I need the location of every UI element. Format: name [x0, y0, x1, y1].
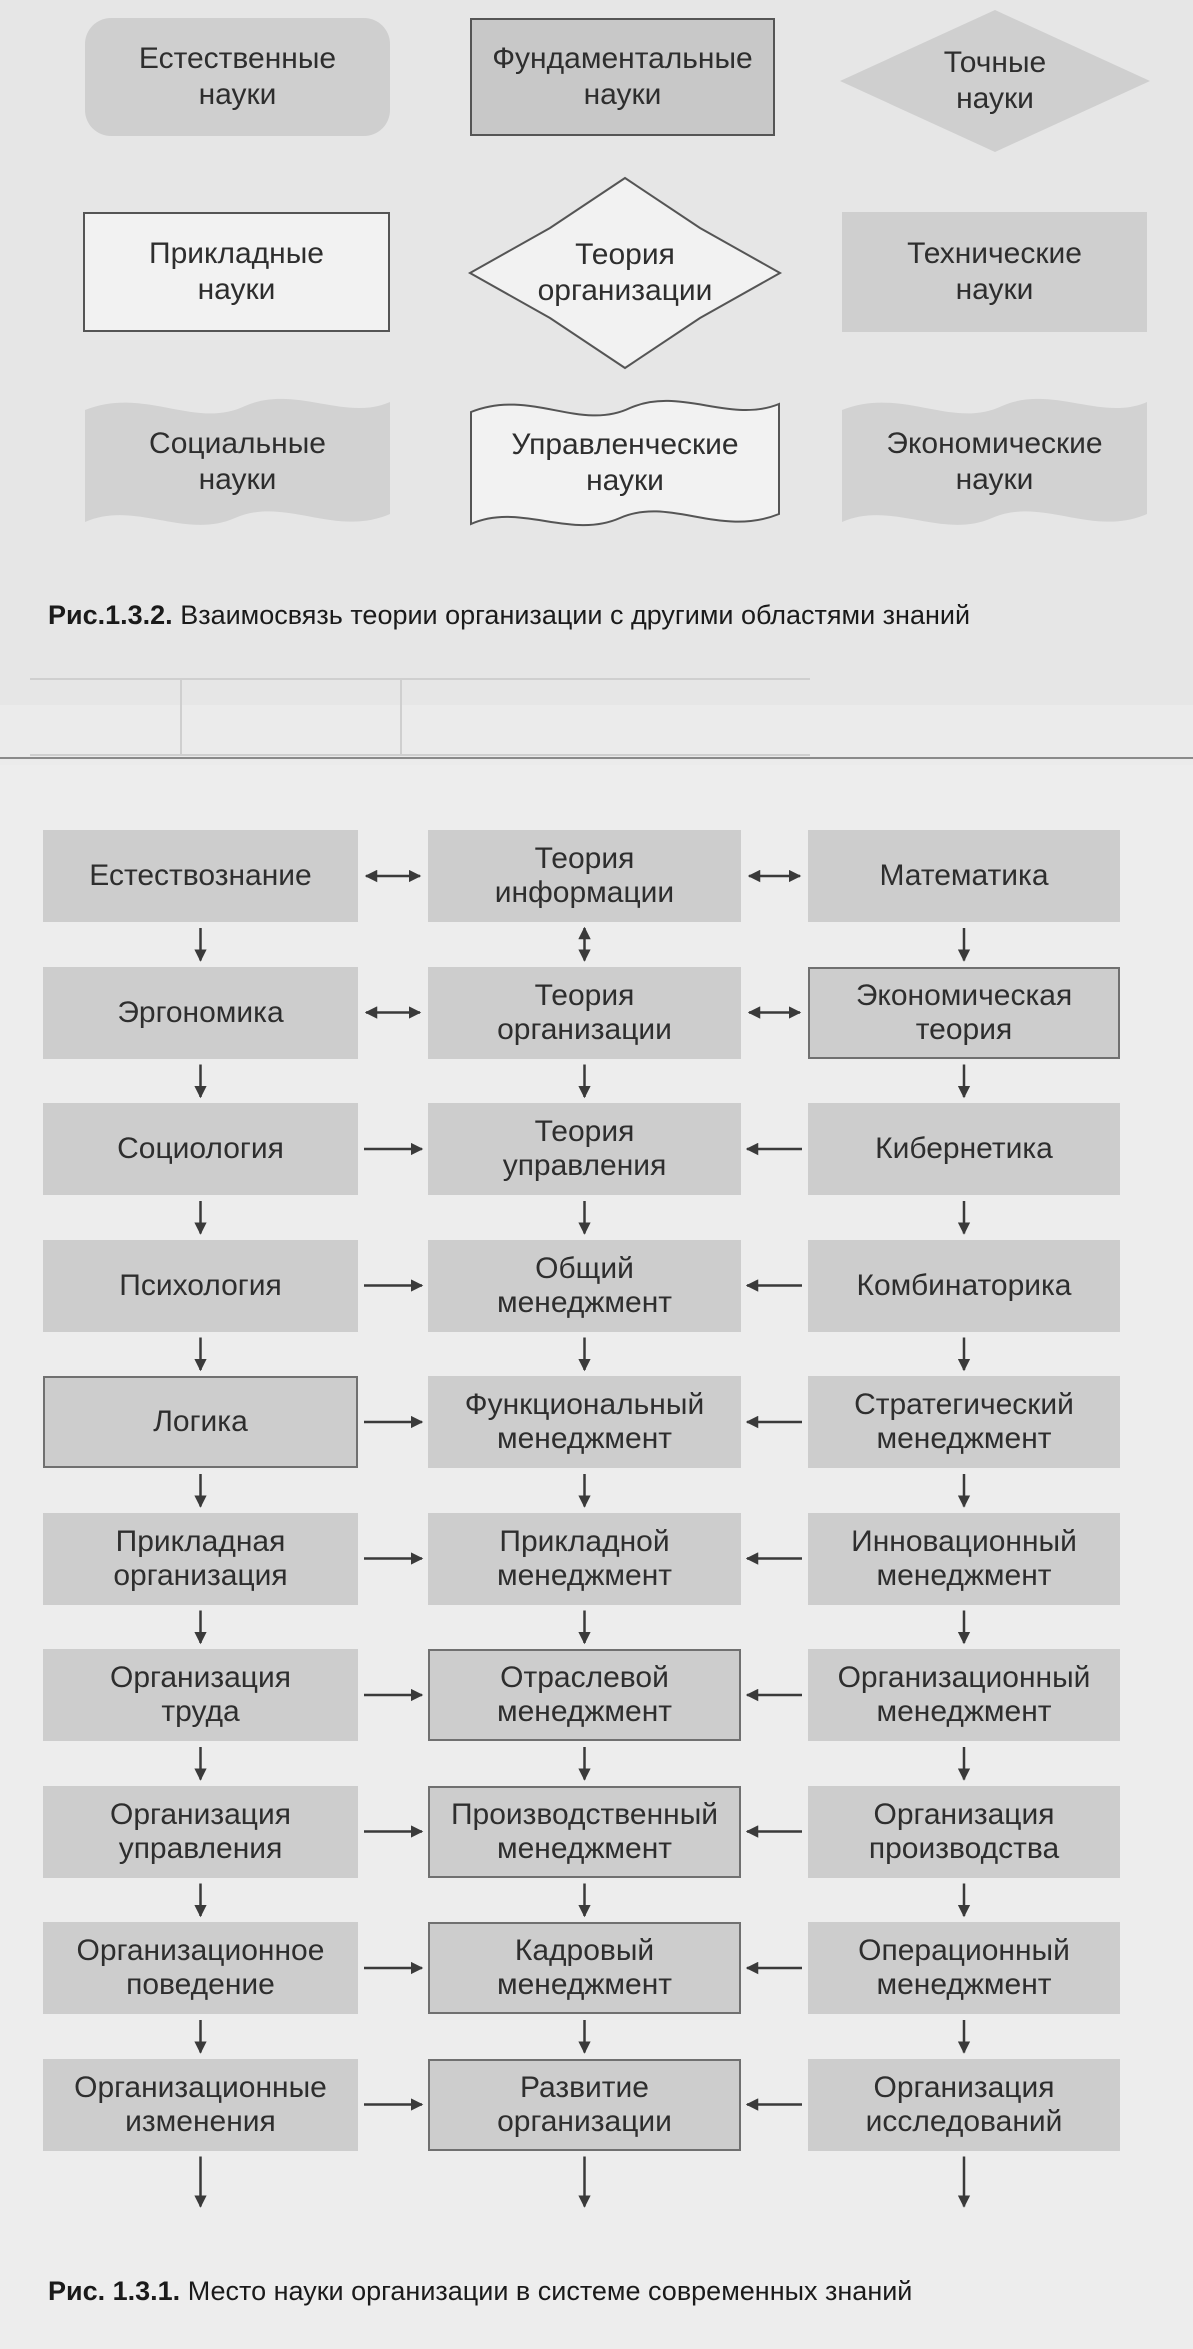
flow-box-label: Инновационный менеджмент — [851, 1524, 1077, 1592]
flow-box: Теория организации — [428, 966, 741, 1059]
shape-management-sciences: Управленческие науки — [470, 392, 780, 534]
flow-box-label: Комбинаторика — [856, 1268, 1072, 1302]
shape-fundamental-sciences: Фундаментальные науки — [470, 18, 775, 136]
shape-economic-sciences: Экономические науки — [842, 392, 1147, 532]
flow-box: Эргономика — [43, 966, 358, 1059]
flow-box-label: Операционный менеджмент — [858, 1934, 1070, 2001]
flow-box-label: Теория организации — [497, 978, 672, 1046]
flow-box: Кадровый менеджмент — [428, 1922, 741, 2014]
flow-box: Развитие организации — [428, 2058, 741, 2151]
flow-box: Организация управления — [43, 1785, 358, 1878]
flow-box: Прикладной менеджмент — [428, 1512, 741, 1605]
caption-text: Место науки организации в системе соврем… — [180, 2276, 913, 2306]
flow-box-label: Организационные изменения — [74, 2070, 327, 2138]
shape-label: Естественные науки — [138, 42, 337, 111]
flow-box-label: Организация исследований — [865, 2070, 1063, 2138]
flow-box: Общий менеджмент — [428, 1239, 741, 1332]
flow-box-label: Социология — [117, 1132, 284, 1165]
shape-label: Социальные науки — [149, 427, 326, 496]
shape-applied-sciences: Прикладные науки — [83, 212, 390, 332]
flow-box-label: Производственный менеджмент — [450, 1797, 719, 1865]
flow-box-label: Организация производства — [868, 1797, 1060, 1865]
flow-box: Организация труда — [43, 1649, 358, 1741]
flow-box-label: Психология — [119, 1268, 282, 1302]
shape-label: Теория организации — [537, 238, 713, 307]
shape-label: Прикладные науки — [149, 237, 324, 306]
figure-caption-top: Рис.1.3.2. Взаимосвязь теории организаци… — [48, 600, 970, 631]
flow-box: Прикладная организация — [43, 1512, 358, 1605]
flow-box: Математика — [808, 830, 1120, 922]
flow-box: Организационные изменения — [43, 2058, 358, 2151]
flow-box: Стратегический менеджмент — [808, 1376, 1120, 1468]
flow-box-label: Теория управления — [502, 1115, 667, 1182]
shape-label: Точные науки — [943, 46, 1047, 115]
shape-natural-sciences: Естественные науки — [85, 18, 390, 136]
flow-box-label: Организационное поведение — [76, 1934, 325, 2001]
flow-box-label: Теория информации — [494, 842, 675, 909]
flow-box: Организационное поведение — [43, 1922, 358, 2014]
flow-box: Психология — [43, 1239, 358, 1332]
flow-box: Логика — [43, 1376, 358, 1468]
flow-box-label: Функциональный менеджмент — [464, 1388, 705, 1455]
flow-box-label: Стратегический менеджмент — [854, 1388, 1074, 1455]
flow-box: Функциональный менеджмент — [428, 1376, 741, 1468]
flow-box: Производственный менеджмент — [428, 1785, 741, 1878]
flow-box: Операционный менеджмент — [808, 1922, 1120, 2014]
figure-caption-bottom: Рис. 1.3.1. Место науки организации в си… — [48, 2276, 912, 2307]
flow-box-label: Организационный менеджмент — [837, 1661, 1091, 1728]
flow-box: Отраслевой менеджмент — [428, 1649, 741, 1741]
flow-box-label: Кадровый менеджмент — [496, 1934, 673, 2001]
flow-box-label: Организация труда — [110, 1661, 291, 1728]
flow-box-label: Логика — [153, 1405, 248, 1438]
shape-label: Экономические науки — [886, 427, 1103, 496]
caption-number: Рис. 1.3.1. — [48, 2276, 181, 2306]
flow-box-label: Экономическая теория — [855, 978, 1073, 1046]
shape-social-sciences: Социальные науки — [85, 392, 390, 532]
flow-box-label: Общий менеджмент — [496, 1251, 673, 1319]
flow-box: Организационный менеджмент — [808, 1649, 1120, 1741]
flow-box-label: Развитие организации — [497, 2070, 672, 2138]
flow-box: Организация исследований — [808, 2058, 1120, 2151]
flow-box-label: Математика — [879, 859, 1049, 892]
caption-text: Взаимосвязь теории организации с другими… — [172, 600, 971, 630]
flow-box: Социология — [43, 1103, 358, 1195]
flow-box: Кибернетика — [808, 1103, 1120, 1195]
flow-box-label: Прикладная организация — [113, 1524, 288, 1592]
page-divider — [0, 757, 1193, 759]
flow-box: Теория управления — [428, 1103, 741, 1195]
faint-table-bleed-through — [30, 678, 810, 756]
flow-box: Организация производства — [808, 1785, 1120, 1878]
flow-box: Инновационный менеджмент — [808, 1512, 1120, 1605]
shape-label: Фундаментальные науки — [492, 42, 753, 111]
shape-label: Управленческие науки — [511, 428, 739, 497]
flow-box: Естествознание — [43, 830, 358, 922]
shape-organization-theory: Теория организации — [467, 176, 783, 370]
shape-label: Технические науки — [907, 237, 1082, 306]
shape-technical-sciences: Технические науки — [842, 212, 1147, 332]
flow-box-label: Отраслевой менеджмент — [496, 1661, 673, 1728]
flow-box-label: Кибернетика — [875, 1132, 1053, 1165]
flow-box-label: Естествознание — [89, 859, 312, 892]
flow-box-label: Организация управления — [110, 1797, 291, 1865]
shape-exact-sciences: Точные науки — [840, 10, 1150, 152]
flow-box-label: Прикладной менеджмент — [496, 1524, 673, 1592]
flow-box: Экономическая теория — [808, 966, 1120, 1059]
flow-box: Комбинаторика — [808, 1239, 1120, 1332]
flow-box: Теория информации — [428, 830, 741, 922]
flow-box-label: Эргономика — [117, 995, 284, 1029]
caption-number: Рис.1.3.2. — [48, 600, 173, 630]
